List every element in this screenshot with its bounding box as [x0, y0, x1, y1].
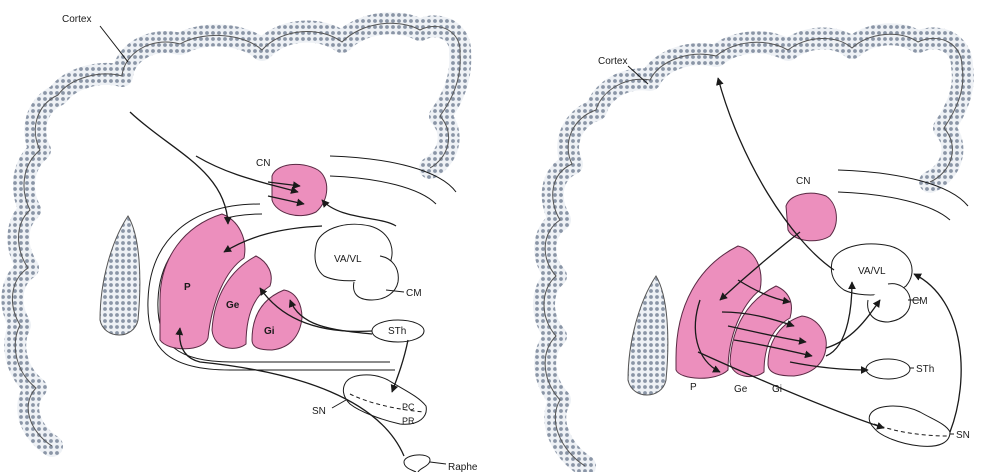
left-p-label: P	[184, 282, 191, 293]
left-cortex-leader	[100, 26, 128, 62]
left-diagram: Cortex CN VA/VL CM P Ge Gi STh SN PC PR …	[12, 14, 477, 472]
left-arrow-sth-to-sn	[392, 340, 408, 392]
left-pr-label: PR	[402, 416, 415, 426]
right-p-label: P	[690, 382, 697, 393]
right-va-vl-label: VA/VL	[858, 266, 886, 277]
right-cm-label: CM	[912, 296, 928, 307]
left-ge-label: Ge	[226, 300, 240, 311]
right-cn-nucleus	[786, 193, 836, 241]
right-arrow-to-cortex	[718, 78, 834, 270]
left-sn-leader	[332, 400, 346, 408]
left-gi-nucleus	[252, 290, 302, 350]
right-cortex-label: Cortex	[598, 56, 627, 67]
left-cortex-fold	[100, 216, 140, 335]
left-va-vl-label: VA/VL	[334, 254, 362, 265]
left-raphe-outline	[404, 455, 430, 472]
right-capsule-inner	[838, 192, 950, 220]
left-arrow-cortex-to-p	[130, 112, 228, 224]
left-raphe-leader	[430, 462, 446, 464]
left-raphe-label: Raphe	[448, 462, 478, 472]
left-cn-nucleus	[272, 164, 327, 215]
left-arrow-sth-to-gi	[290, 300, 372, 334]
left-cn-label: CN	[256, 158, 270, 169]
right-arrow-gi-to-vavl	[826, 282, 852, 356]
right-diagram: Cortex CN VA/VL CM P Ge Gi STh SN	[544, 34, 970, 466]
left-sn-label: SN	[312, 406, 326, 417]
left-capsule-inner	[330, 176, 436, 204]
left-pc-label: PC	[402, 402, 415, 412]
right-sth-outline	[866, 359, 910, 379]
left-cortex-label: Cortex	[62, 14, 91, 25]
right-ge-label: Ge	[734, 384, 748, 395]
right-cortex-fold	[628, 276, 668, 395]
left-arrow-thal-to-cn	[322, 200, 396, 226]
left-cm-label: CM	[406, 288, 422, 299]
right-gi-label: Gi	[772, 384, 782, 395]
right-sth-label: STh	[916, 364, 934, 375]
left-gi-label: Gi	[264, 326, 275, 337]
left-sth-label: STh	[388, 326, 406, 337]
right-cn-label: CN	[796, 176, 810, 187]
right-sn-label: SN	[956, 430, 970, 441]
